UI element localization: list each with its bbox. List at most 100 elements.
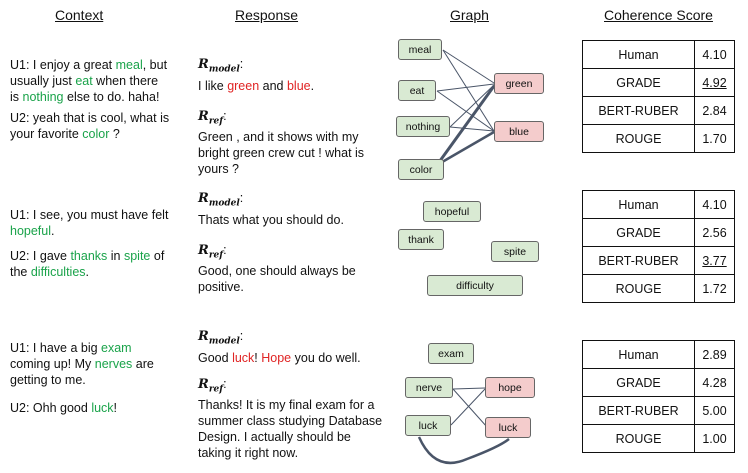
highlighted-word: difficulties (30, 265, 86, 279)
highlighted-word: luck (232, 350, 255, 365)
ref-response-label: Rref: (198, 376, 227, 395)
graph-node: hopeful (423, 201, 481, 222)
text-run: coming up! My (10, 357, 95, 371)
score-value: 2.89 (694, 340, 735, 369)
context-utterance: U2: yeah that is cool, what is your favo… (10, 110, 170, 142)
text-run: U1: I see, you must have felt (10, 208, 169, 222)
context-utterance: U2: I gave thanks in spite of the diffic… (10, 248, 170, 280)
highlighted-word: blue (286, 78, 311, 93)
context-utterance: U1: I see, you must have felt hopeful. (10, 207, 170, 239)
graph-node: spite (491, 241, 539, 262)
highlighted-word: nerves (94, 357, 133, 371)
text-run: ? (109, 127, 120, 141)
text-run: Good, one should always be positive. (198, 264, 356, 295)
graph-edges (417, 387, 510, 465)
metric-name: ROUGE (582, 274, 695, 303)
response-header: Response (235, 7, 299, 23)
graph-node: thank (398, 229, 444, 250)
graph-row-2: hopeful thank spite difficulty (390, 195, 560, 305)
text-run: of the (10, 249, 165, 279)
graph-node: nerve (405, 377, 453, 398)
metric-name: ROUGE (582, 424, 695, 453)
context-row-2: U1: I see, you must have felt hopeful. U… (10, 207, 170, 280)
text-run: U2: yeah that is cool, what is your favo… (10, 111, 170, 141)
metric-name: BERT-RUBER (582, 396, 695, 425)
text-run: I like (198, 78, 228, 93)
highlighted-word: hopeful (10, 224, 52, 238)
score-value: 1.72 (694, 274, 735, 303)
model-response-label: Rmodel: (198, 329, 244, 347)
graph-node: hope (485, 377, 535, 398)
score-value: 4.10 (694, 40, 735, 69)
response-row-2: Rmodel: Thats what you should do. Rref: … (198, 190, 383, 295)
highlighted-word: nothing (22, 90, 64, 104)
model-response-text: Good luck! Hope you do well. (198, 350, 383, 366)
highlighted-word: thanks (70, 249, 108, 263)
graph-edges (435, 49, 496, 167)
context-header: Context (55, 7, 104, 23)
model-response-label: Rmodel: (198, 57, 244, 75)
metric-name: Human (582, 190, 695, 219)
ref-response-text: Green , and it shows with my bright gree… (198, 129, 383, 177)
text-run: in (107, 249, 124, 263)
metric-name: BERT-RUBER (582, 96, 695, 125)
score-value: 1.00 (694, 424, 735, 453)
highlighted-word: meal (115, 58, 143, 72)
context-row-1: U1: I enjoy a great meal, but usually ju… (10, 57, 170, 142)
text-run: . (85, 265, 90, 279)
ref-response-text: Thanks! It is my final exam for a summer… (198, 397, 383, 461)
score-value: 3.77 (694, 246, 735, 275)
text-run: Thats what you should do. (198, 212, 344, 227)
graph-node: luck (485, 417, 531, 438)
context-utterance: U1: I enjoy a great meal, but usually ju… (10, 57, 170, 105)
metric-name: Human (582, 40, 695, 69)
score-value: 4.92 (694, 68, 735, 97)
metric-name: GRADE (582, 368, 695, 397)
score-value: 2.56 (694, 218, 735, 247)
highlighted-word: luck (91, 401, 114, 415)
text-run: ! (113, 401, 118, 415)
ref-response-label: Rref: (198, 242, 227, 261)
text-run: U1: I enjoy a great (10, 58, 116, 72)
graph-header: Graph (450, 7, 489, 23)
ref-response-label: Rref: (198, 108, 227, 127)
model-response-label: Rmodel: (198, 191, 244, 209)
highlighted-word: spite (123, 249, 151, 263)
metric-name: GRADE (582, 68, 695, 97)
ref-response-text: Good, one should always be positive. (198, 263, 383, 295)
response-row-3: Rmodel: Good luck! Hope you do well. Rre… (198, 328, 383, 461)
text-run: when there is (10, 74, 159, 104)
context-utterance: U1: I have a big exam coming up! My nerv… (10, 340, 170, 388)
graph-node: eat (398, 80, 436, 101)
highlighted-word: eat (75, 74, 93, 88)
graph-row-1: meal eat nothing color green blue (390, 35, 560, 185)
score-value: 5.00 (694, 396, 735, 425)
model-response-text: I like green and blue. (198, 78, 383, 94)
graph-node: blue (494, 121, 544, 142)
text-run: Good (198, 350, 233, 365)
graph-node: meal (398, 39, 442, 60)
text-run: you do well. (291, 350, 361, 365)
graph-node: nothing (396, 116, 450, 137)
score-value: 1.70 (694, 124, 735, 153)
highlighted-word: Hope (261, 350, 292, 365)
context-utterance: U2: Ohh good luck! (10, 400, 170, 416)
model-response-text: Thats what you should do. (198, 212, 383, 228)
response-row-1: Rmodel: I like green and blue. Rref: Gre… (198, 56, 383, 177)
text-run: U2: I gave (10, 249, 71, 263)
text-run: else to do. haha! (63, 90, 160, 104)
highlighted-word: exam (101, 341, 132, 355)
text-run: Thanks! It is my final exam for a summer… (198, 398, 383, 461)
text-run: . (310, 78, 315, 93)
